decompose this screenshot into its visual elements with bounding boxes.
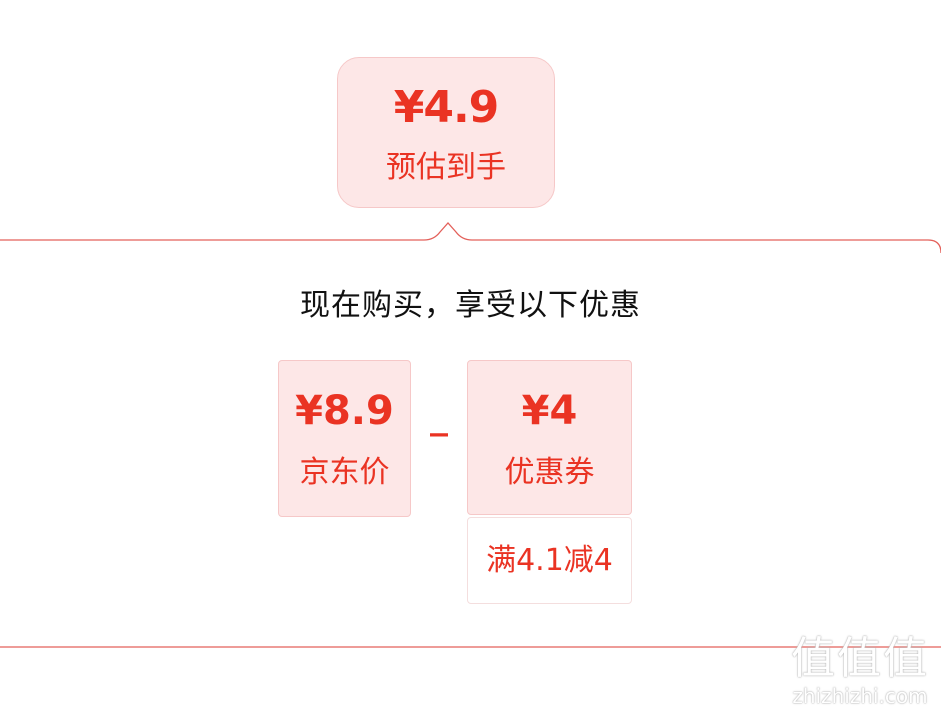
offer-headline: 现在购买，享受以下优惠	[300, 288, 641, 323]
coupon-card[interactable]: ¥4 优惠券	[467, 360, 632, 515]
minus-operator: _	[430, 396, 448, 437]
jd-price-label: 京东价	[299, 455, 390, 490]
estimated-price-label: 预估到手	[386, 150, 506, 185]
coupon-condition: 满4.1减4	[467, 517, 632, 604]
jd-price-card: ¥8.9 京东价	[278, 360, 411, 517]
coupon-label: 优惠券	[504, 455, 595, 490]
watermark-logo: 值值值	[791, 633, 929, 684]
estimated-price-box: ¥4.9 预估到手	[337, 57, 555, 208]
jd-price: ¥8.9	[295, 388, 394, 434]
watermark-domain: zhizhizhi.com	[792, 684, 928, 708]
site-watermark: 值值值 zhizhizhi.com	[785, 633, 935, 709]
coupon-amount: ¥4	[521, 388, 578, 434]
estimated-price: ¥4.9	[393, 82, 500, 133]
